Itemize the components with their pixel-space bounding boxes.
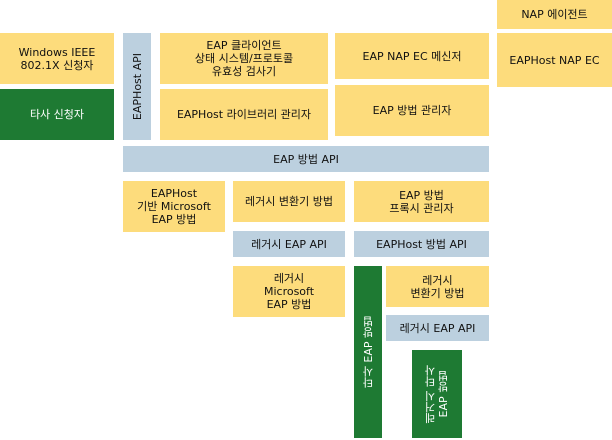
nap-agent-box: NAP 에이전트 [497, 0, 612, 29]
third-party-supplicant-box: 타사 신청자 [0, 89, 114, 140]
legacy-third-party-eap-method-label: 레거시 타사 EAP 방법 [424, 364, 450, 424]
legacy-converter-method-box-2: 레거시 변환기 방법 [386, 266, 489, 307]
third-party-eap-method-label: 타사 EAP 방법 [361, 315, 375, 389]
legacy-eap-api-bar-2: 레거시 EAP API [386, 315, 489, 341]
legacy-converter-method-box-1: 레거시 변환기 방법 [233, 181, 345, 222]
third-party-eap-method-box: 타사 EAP 방법 [354, 266, 382, 438]
eap-method-proxy-manager-box: EAP 방법 프록시 관리자 [354, 181, 489, 222]
eap-nap-ec-messenger-box: EAP NAP EC 메신저 [335, 33, 489, 79]
eaphost-ms-eap-methods-box: EAPHost 기반 Microsoft EAP 방법 [123, 181, 225, 232]
eaphost-library-manager-box: EAPHost 라이브러리 관리자 [160, 89, 328, 140]
eap-method-manager-box: EAP 방법 관리자 [335, 85, 489, 136]
eap-method-api-bar: EAP 방법 API [123, 146, 489, 172]
eaphost-api-box: EAPHost API [123, 33, 151, 140]
eaphost-api-label: EAPHost API [130, 52, 144, 121]
eaphost-method-api-bar: EAPHost 방법 API [354, 231, 489, 257]
windows-supplicant-box: Windows IEEE 802.1X 신청자 [0, 33, 114, 84]
legacy-third-party-eap-method-box: 레거시 타사 EAP 방법 [412, 350, 462, 438]
legacy-eap-api-bar-1: 레거시 EAP API [233, 231, 345, 257]
legacy-ms-eap-methods-box: 레거시 Microsoft EAP 방법 [233, 266, 345, 317]
eap-client-validator-box: EAP 클라이언트 상태 시스템/프로토콜 유효성 검사기 [160, 33, 328, 84]
eaphost-nap-ec-box: EAPHost NAP EC [497, 33, 612, 87]
